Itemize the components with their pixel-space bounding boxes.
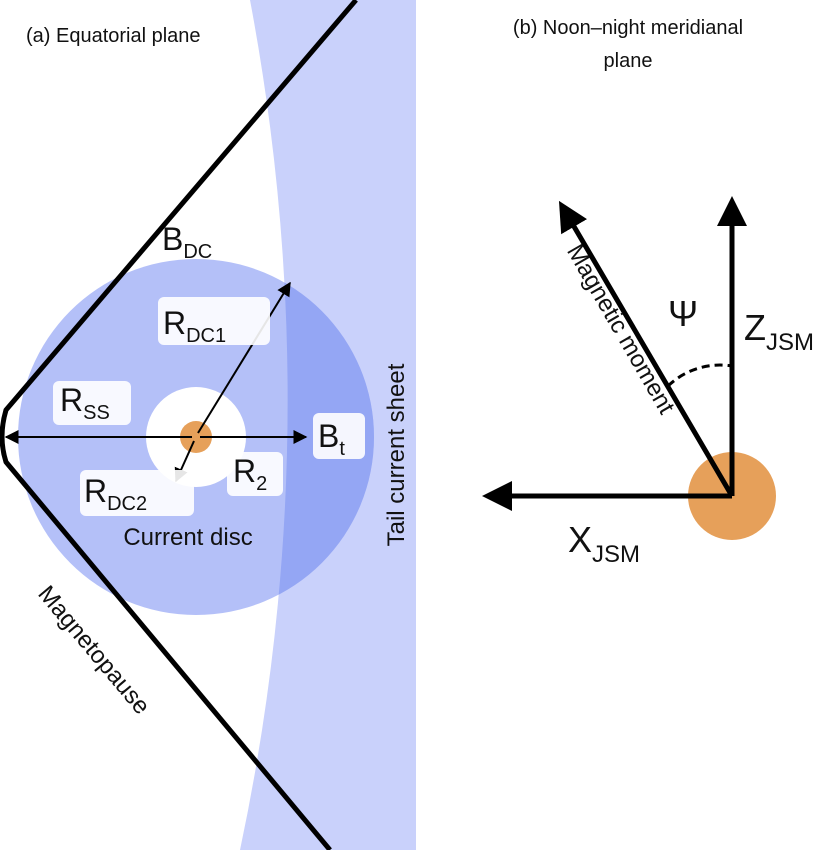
x-jsm-label: XJSM (568, 519, 640, 568)
rss-label: RSS (60, 382, 110, 424)
r2-label-box (227, 452, 283, 496)
panel-a: (a) Equatorial plane BDC RDC1 RSS Bt RDC… (0, 0, 416, 850)
bdc-label: BDC (162, 221, 212, 263)
psi-label: Ψ (668, 293, 698, 334)
tail-current-sheet-label: Tail current sheet (383, 363, 410, 546)
z-jsm-label: ZJSM (744, 307, 814, 356)
rdc1-arrow (197, 281, 291, 434)
magnetic-moment-arrow (558, 200, 735, 498)
bt-label-box (313, 413, 365, 459)
current-disc-label: Current disc (123, 524, 252, 551)
caption-b-line2: plane (604, 50, 653, 72)
planet-a (180, 421, 212, 453)
psi-angle-arc (666, 363, 733, 388)
caption-b-line1: (b) Noon–night meridianal (513, 17, 743, 39)
rdc2-label: RDC2 (84, 473, 147, 515)
rdc1-label-box (158, 297, 270, 345)
caption-a: (a) Equatorial plane (26, 25, 201, 47)
rss-label-box (53, 381, 131, 425)
magnetic-moment-label: Magnetic moment (561, 240, 680, 419)
r2-label: R2 (233, 453, 267, 495)
panel-b: (b) Noon–night meridianal plane Ψ ZJSM X… (482, 17, 814, 568)
magnetopause-curve (0, 0, 358, 850)
rdc1-label: RDC1 (163, 305, 226, 347)
bt-label: Bt (318, 418, 345, 460)
rdc2-label-box (80, 470, 194, 516)
